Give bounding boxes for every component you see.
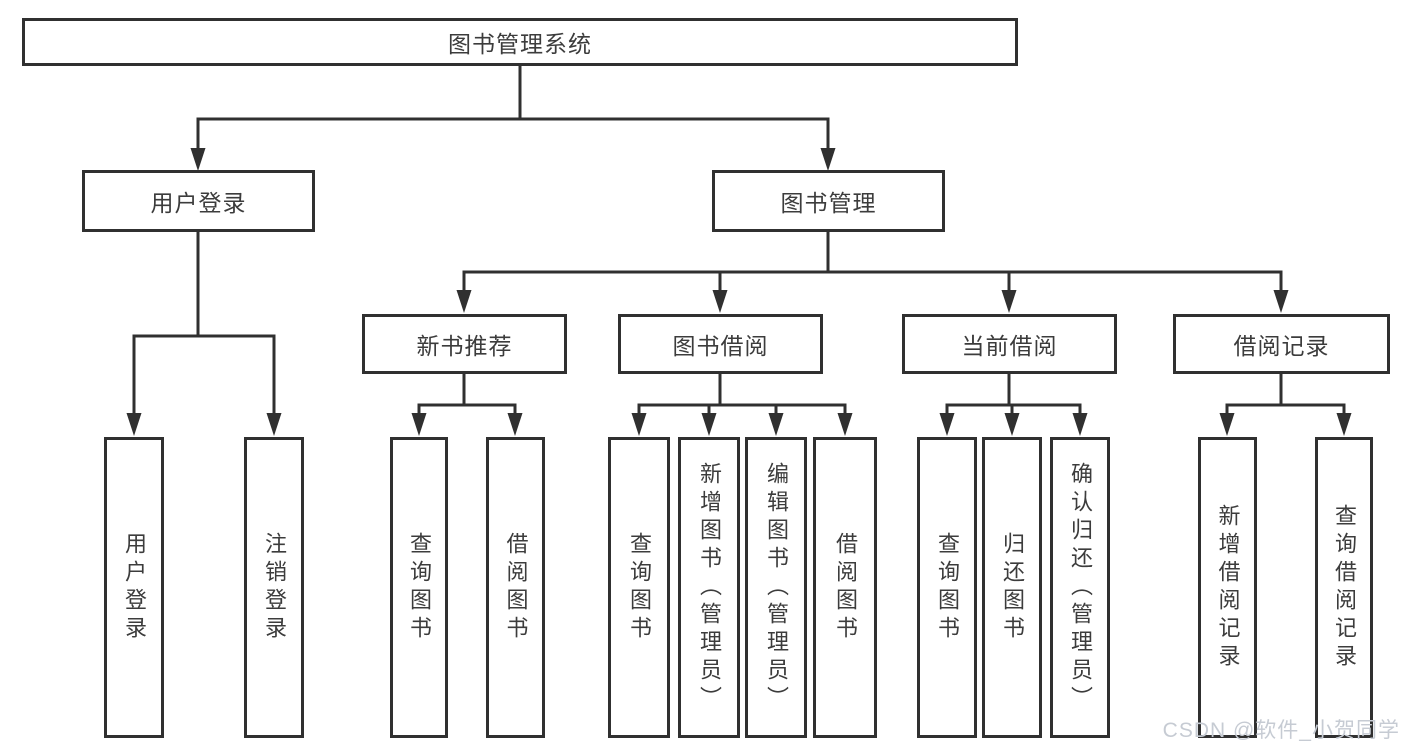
node-label: 借阅记录: [1233, 333, 1330, 359]
leaf-logout: 注销登录: [244, 437, 304, 738]
node-label: 注销登录: [262, 531, 287, 644]
leaf-query-books-borrow: 查询图书: [608, 437, 670, 738]
node-user-login: 用户登录: [82, 170, 315, 232]
node-label: 查询图书: [407, 531, 432, 644]
node-label: 当前借阅: [961, 333, 1058, 359]
leaf-borrow-books: 借阅图书: [813, 437, 877, 738]
leaf-return-books: 归还图书: [982, 437, 1042, 738]
leaf-confirm-return-admin: 确认归还（管理员）: [1050, 437, 1110, 738]
leaf-query-borrow-record: 查询借阅记录: [1315, 437, 1373, 738]
node-label: 编辑图书（管理员）: [764, 461, 789, 714]
leaf-query-books-current: 查询图书: [917, 437, 977, 738]
node-new-book-recommend: 新书推荐: [362, 314, 567, 374]
leaf-add-books-admin: 新增图书（管理员）: [678, 437, 740, 738]
node-label: 借阅图书: [503, 531, 529, 644]
leaf-user-login: 用户登录: [104, 437, 164, 738]
node-label: 借阅图书: [833, 531, 858, 644]
node-label: 图书借阅: [672, 333, 769, 359]
node-label: 确认归还（管理员）: [1068, 461, 1093, 714]
node-library-management-system: 图书管理系统: [22, 18, 1018, 66]
node-label: 新增借阅记录: [1215, 503, 1241, 672]
leaf-query-books-recommend: 查询图书: [390, 437, 448, 738]
node-label: 新书推荐: [416, 333, 513, 359]
node-label: 图书管理系统: [448, 31, 592, 57]
node-label: 查询图书: [627, 531, 652, 644]
node-label: 查询图书: [935, 531, 960, 644]
leaf-borrow-books-recommend: 借阅图书: [486, 437, 545, 738]
node-label: 用户登录: [150, 190, 247, 216]
csdn-watermark: CSDN @软件_小贺同学: [1162, 719, 1400, 742]
node-current-borrowing: 当前借阅: [902, 314, 1117, 374]
node-borrowing-records: 借阅记录: [1173, 314, 1390, 374]
node-book-borrowing: 图书借阅: [618, 314, 823, 374]
node-label: 用户登录: [122, 531, 147, 644]
leaf-edit-books-admin: 编辑图书（管理员）: [745, 437, 807, 738]
node-label: 新增图书（管理员）: [697, 461, 722, 714]
node-label: 图书管理: [780, 190, 877, 216]
node-label: 归还图书: [1000, 531, 1025, 644]
leaf-add-borrow-record: 新增借阅记录: [1198, 437, 1257, 738]
node-book-management: 图书管理: [712, 170, 945, 232]
node-label: 查询借阅记录: [1332, 503, 1357, 672]
